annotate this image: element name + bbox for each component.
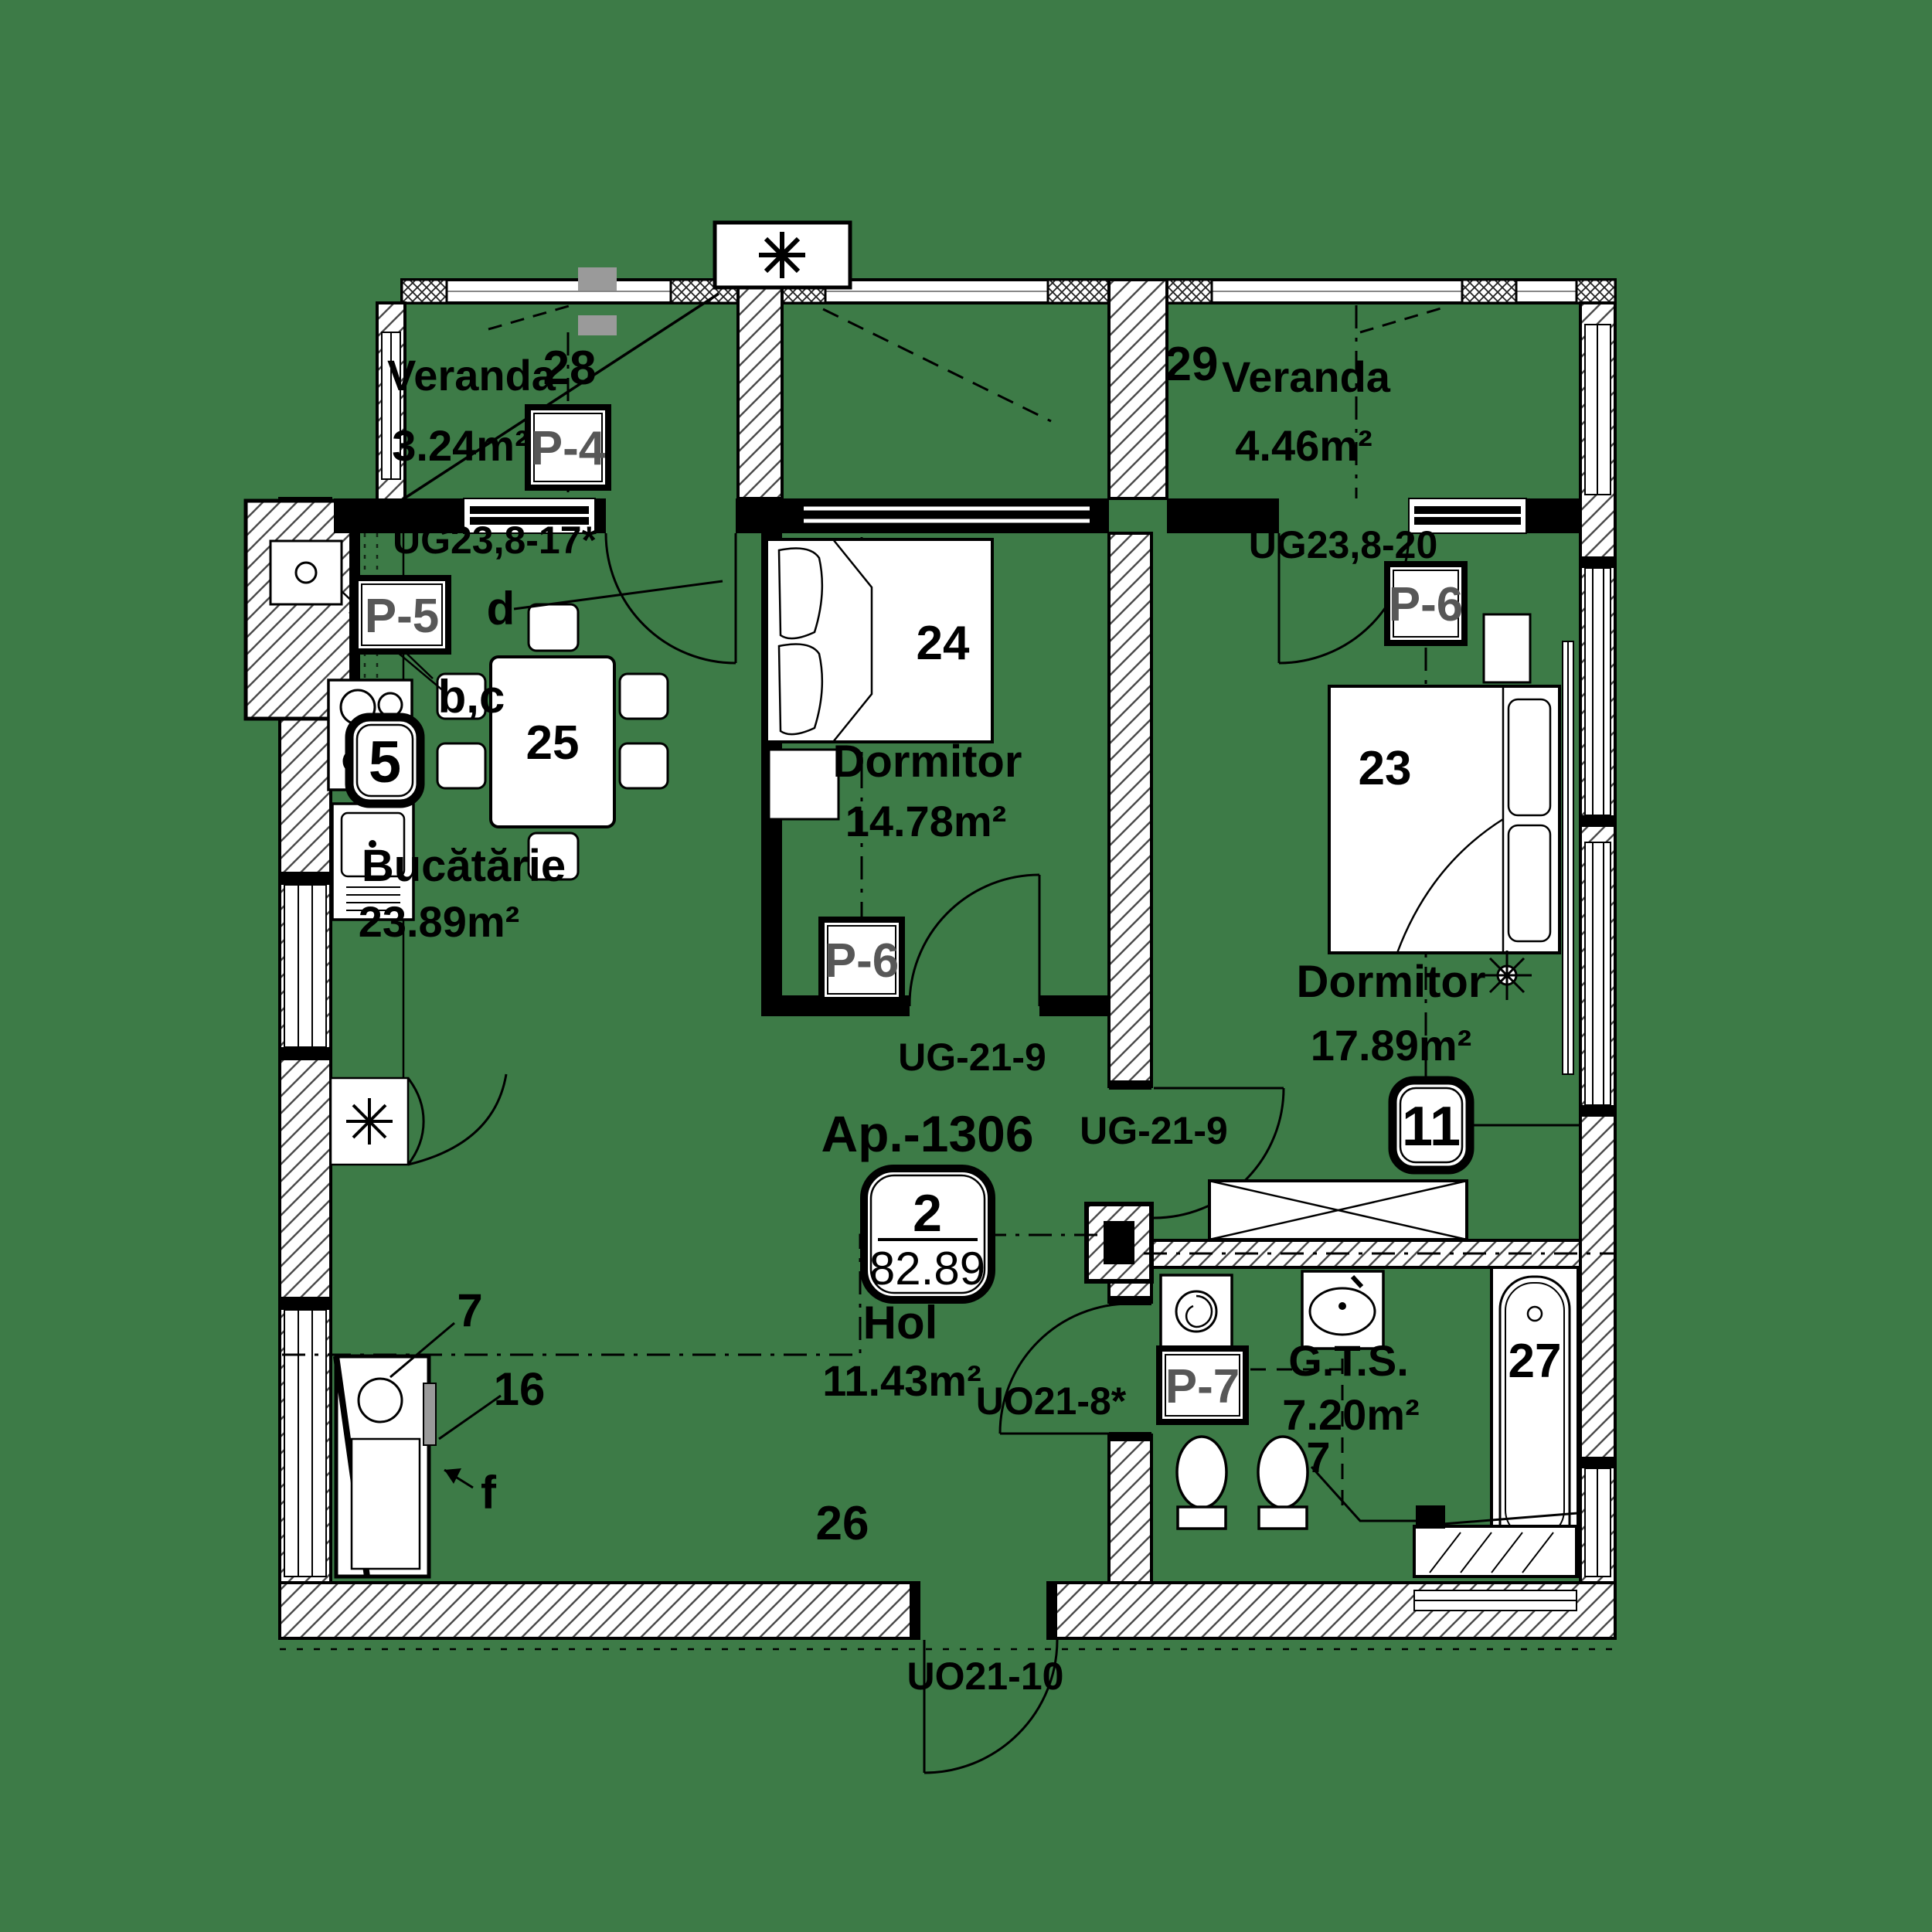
bathroom-fixture-label: 7 [1306, 1433, 1330, 1481]
snowflake-icon [759, 232, 805, 278]
section-markers: P-4 P-5 P-6 P-6 P-7 [352, 404, 1468, 1425]
ac-unit [578, 220, 852, 335]
toilet-1 [1175, 1435, 1228, 1530]
entry-door-code: UO21-10 [907, 1655, 1064, 1698]
bedroom23-number: 23 [1359, 742, 1412, 795]
bedroom24-number: 24 [917, 617, 970, 670]
vent-window [329, 1073, 508, 1166]
badge-5-label: 5 [369, 730, 401, 795]
marker-p5-label: P-5 [365, 590, 439, 643]
kitchen-name: Bucătărie [362, 841, 566, 891]
veranda29-name: Veranda [1222, 352, 1391, 401]
veranda29-number: 29 [1165, 338, 1219, 391]
radiator-number-label: 7 [457, 1284, 482, 1336]
hall-name: Hol [863, 1297, 938, 1349]
bedroom23-door-opening [1105, 1088, 1155, 1218]
unit-number-label: 16 [494, 1363, 546, 1415]
bedroom23-window-2 [1584, 842, 1611, 1106]
wardrobe [1208, 1179, 1468, 1241]
room-labels: Veranda 28 3.24m² UG23,8-17* 29 Veranda … [359, 338, 1562, 1698]
bedroom24-name: Dormitor [833, 736, 1022, 787]
marker-p5: P-5 [352, 575, 451, 655]
dining-table [436, 603, 669, 881]
bathtub-number: 27 [1509, 1335, 1562, 1388]
apartment-number: Ap.-1306 [821, 1105, 1033, 1162]
wardrobe-badge-11: 11 [1388, 1076, 1475, 1175]
bathroom-door [998, 1302, 1131, 1435]
kitchen-area: 23.89m² [359, 897, 520, 946]
toilet-2 [1257, 1435, 1309, 1530]
bathroom-sink [1301, 1270, 1385, 1350]
bed-23 [1328, 613, 1574, 1075]
entrance-door [923, 1639, 1059, 1774]
marker-p4-label: P-4 [531, 422, 606, 475]
veranda28-window-code: UG23,8-17* [393, 519, 597, 562]
badges: 5 11 Ap.-1306 2 82.89 [345, 713, 1475, 1304]
apartment-total-area: 82.89 [869, 1243, 985, 1294]
kitchen-lower-window [284, 1309, 327, 1577]
bedroom23-name: Dormitor [1297, 957, 1486, 1007]
marker-p6-bedroom23: P-6 [1384, 561, 1468, 646]
veranda29-area: 4.46m² [1235, 421, 1372, 470]
bedroom24-area: 14.78m² [845, 797, 1007, 845]
hall-area: 11.43m² [822, 1356, 981, 1405]
hall-number: 26 [816, 1497, 869, 1550]
marker-p6-bedroom24: P-6 [818, 917, 905, 1003]
badge-11-label: 11 [1402, 1096, 1461, 1158]
entry-opening [920, 1580, 1046, 1641]
veranda28-area: 3.24m² [392, 421, 529, 470]
marker-p7: P-7 [1156, 1345, 1249, 1425]
bedroom23-window-1 [1584, 567, 1611, 816]
washing-machine [1159, 1274, 1233, 1350]
kitchen-window [284, 884, 327, 1048]
exterior-walls [243, 278, 1617, 1641]
veranda29-window-code: UG23,8-20 [1249, 523, 1438, 566]
appliance-badge-5: 5 [345, 713, 425, 808]
flower-icon [1482, 951, 1532, 1000]
veranda28-name: Veranda [387, 351, 556, 400]
kitchen-sink [331, 802, 415, 921]
apartment-badge: Ap.-1306 2 82.89 [821, 1105, 1034, 1304]
bedroom23-door-code: UG-21-9 [1080, 1109, 1228, 1152]
bedroom24-door [908, 873, 1041, 1007]
bedroom23-area: 17.89m² [1311, 1021, 1472, 1070]
window-dormitor24 [782, 498, 1109, 533]
valve-letter-label: f [481, 1467, 497, 1519]
apartment-rooms: 2 [913, 1184, 942, 1243]
radiator-kitchen [333, 1354, 437, 1579]
bedroom24-door-code: UG-21-9 [898, 1036, 1046, 1079]
kitchen-window-label: b,c [438, 671, 505, 723]
doors [604, 532, 1410, 1774]
bed-24 [765, 538, 994, 821]
bathroom-area: 7.20m² [1282, 1390, 1419, 1439]
kitchen-door-label: d [487, 583, 515, 634]
marker-p6-bedroom23-label: P-6 [1389, 578, 1463, 631]
veranda28-number: 28 [543, 342, 597, 395]
marker-p6-bedroom24-label: P-6 [825, 934, 899, 988]
kitchen-veranda-door [604, 532, 737, 665]
marker-p4: P-4 [525, 404, 611, 491]
bathroom-door-code: UO21-8* [976, 1379, 1127, 1423]
bathroom-door-opening [1105, 1304, 1155, 1434]
marker-p7-label: P-7 [1165, 1360, 1240, 1413]
kitchen-table-number: 25 [526, 716, 580, 770]
asterisk-icon [346, 1098, 393, 1145]
radiator-bathroom [1413, 1505, 1579, 1578]
furniture [327, 220, 1580, 1579]
bathroom-name: G.T.S. [1288, 1336, 1409, 1385]
